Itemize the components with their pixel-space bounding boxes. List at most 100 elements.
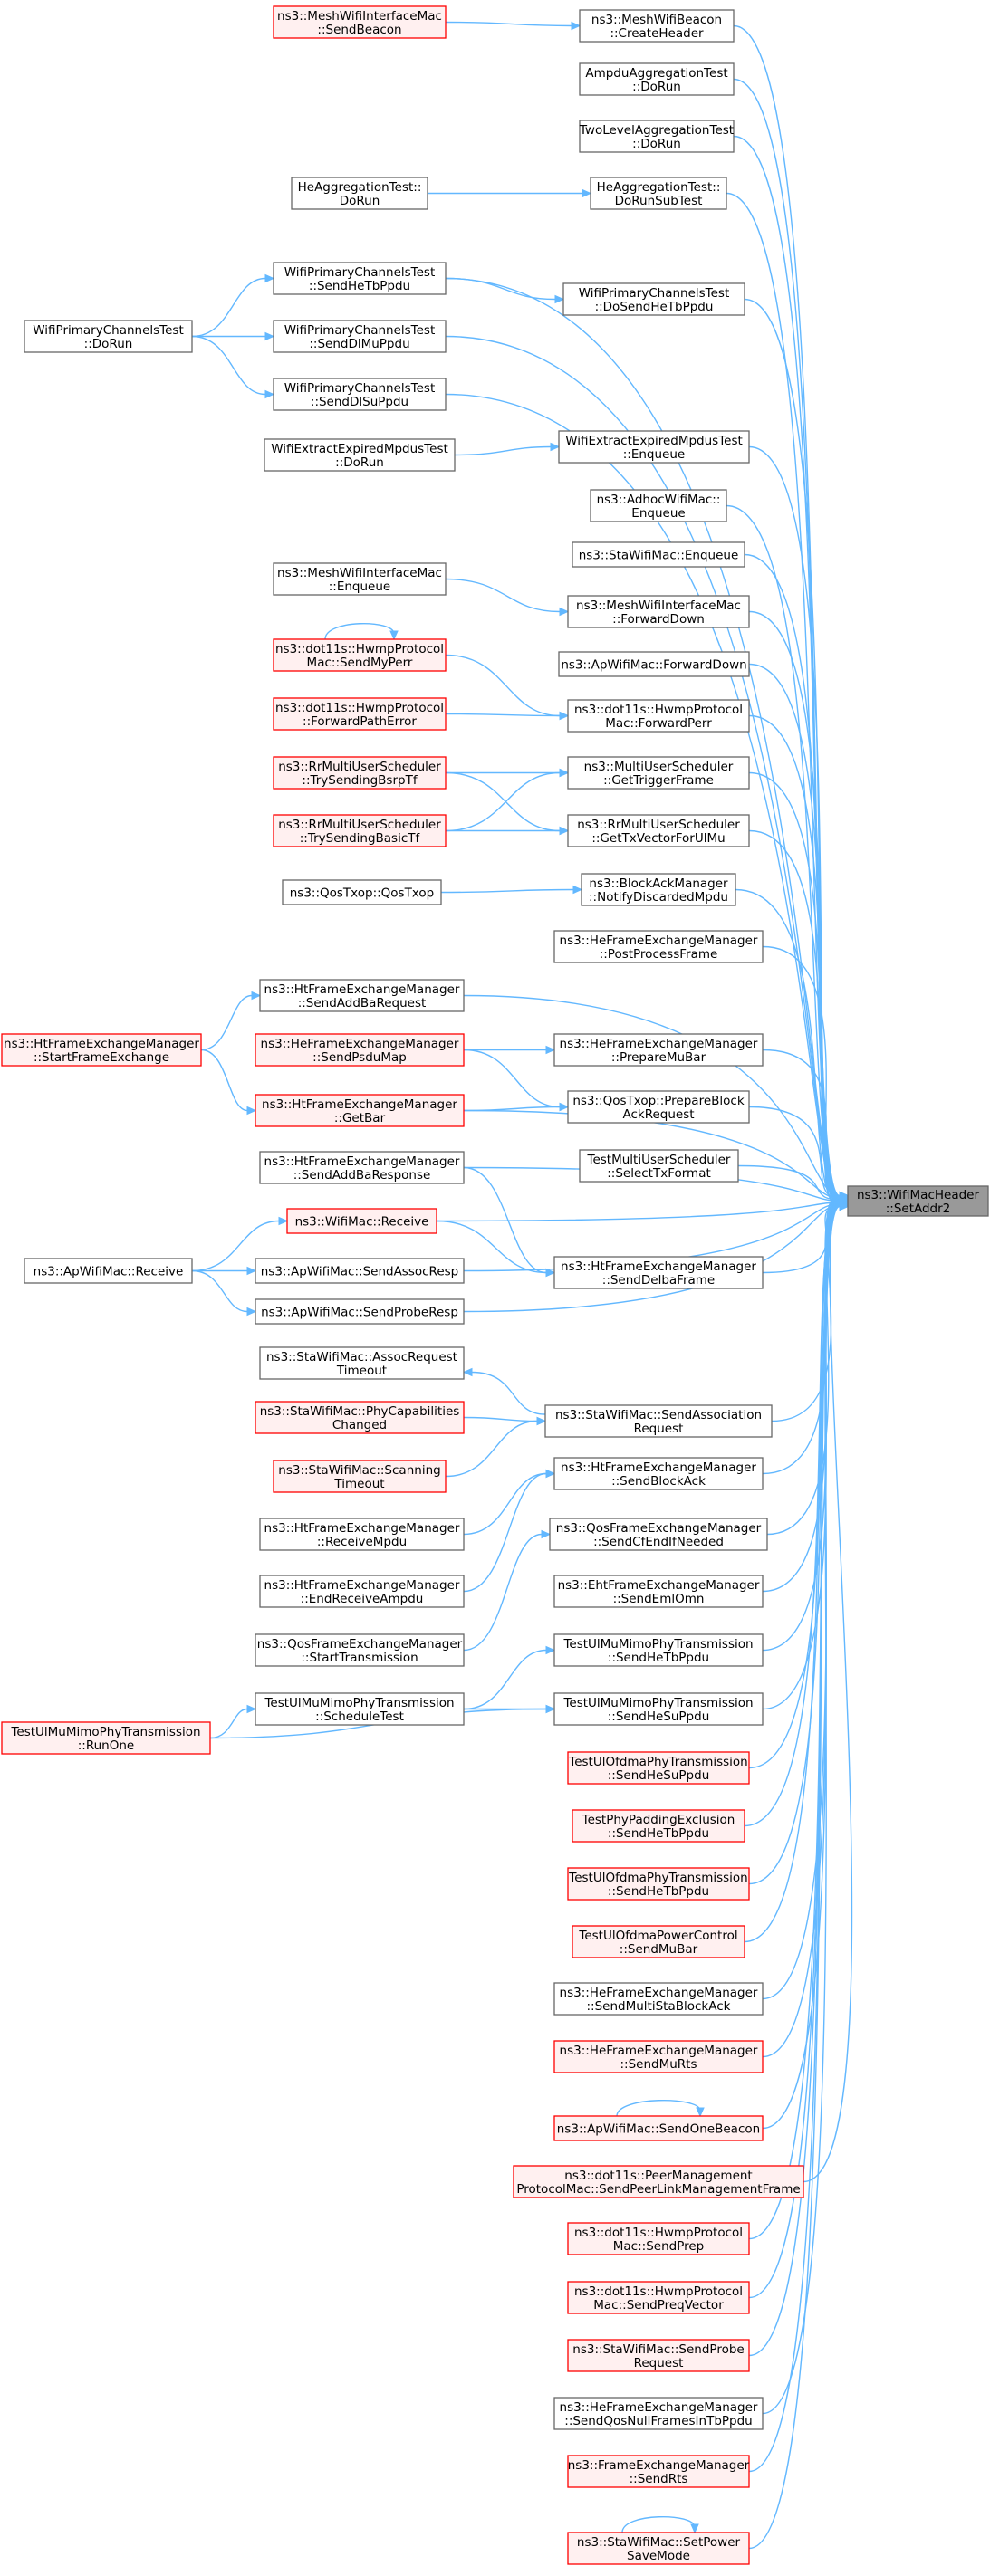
- node-pm-spl[interactable]: ns3::dot11s::PeerManagementProtocolMac::…: [513, 2165, 804, 2198]
- node-he-smrts[interactable]: ns3::HeFrameExchangeManager::SendMuRts: [553, 2040, 764, 2073]
- node-label: ::PrepareMuBar: [611, 1050, 706, 1065]
- node-label: ns3::StaWifiMac::Scanning: [278, 1463, 440, 1478]
- node-tmus-stf[interactable]: TestMultiUserScheduler::SelectTxFormat: [579, 1149, 739, 1183]
- node-box: [24, 320, 193, 353]
- node-box: [553, 1457, 764, 1490]
- edge-arrowhead: [462, 1367, 473, 1377]
- node-wpc-dos[interactable]: WifiPrimaryChannelsTest::DoSendHeTbPpdu: [562, 282, 745, 316]
- node-ht-sba[interactable]: ns3::HtFrameExchangeManager::SendBlockAc…: [553, 1457, 764, 1490]
- node-he-run[interactable]: HeAggregationTest::DoRun: [291, 177, 428, 210]
- node-ap-fd[interactable]: ns3::ApWifiMac::ForwardDown: [558, 651, 750, 677]
- node-ht-saddresp[interactable]: ns3::HtFrameExchangeManager::SendAddBaRe…: [259, 1151, 465, 1184]
- node-wifimac-recv[interactable]: ns3::WifiMac::Receive: [286, 1208, 437, 1234]
- node-qos-txop[interactable]: ns3::QosTxop::QosTxop: [282, 879, 442, 905]
- node-label: AmpduAggregationTest: [585, 66, 727, 81]
- node-tuo-shesu[interactable]: TestUlOfdmaPhyTransmission::SendHeSuPpdu: [567, 1751, 750, 1785]
- node-label: WifiExtractExpiredMpdusTest: [565, 434, 743, 448]
- node-label: ns3::QosFrameExchangeManager: [257, 1637, 463, 1652]
- node-box: [264, 438, 456, 472]
- node-ap-recv[interactable]: ns3::ApWifiMac::Receive: [24, 1258, 193, 1284]
- node-rr-basic[interactable]: ns3::RrMultiUserScheduler::TrySendingBas…: [273, 814, 447, 847]
- node-label: ::Enqueue: [329, 579, 390, 594]
- edge-to-target: [744, 1194, 841, 1943]
- node-wpc-sdl[interactable]: WifiPrimaryChannelsTest::SendDlMuPpdu: [273, 320, 447, 353]
- edge-arrowhead: [264, 389, 275, 399]
- node-tuo-shetb[interactable]: TestUlOfdmaPhyTransmission::SendHeTbPpdu: [567, 1867, 750, 1901]
- node-hwmp-spreq[interactable]: ns3::dot11s::HwmpProtocolMac::SendPreqVe…: [567, 2281, 750, 2314]
- node-he-pmb[interactable]: ns3::HeFrameExchangeManager::PrepareMuBa…: [553, 1033, 764, 1067]
- node-hwmp-fp[interactable]: ns3::dot11s::HwmpProtocolMac::ForwardPer…: [567, 699, 750, 733]
- edge-to-target: [748, 829, 841, 1205]
- node-twolevel[interactable]: TwoLevelAggregationTest::DoRun: [579, 120, 735, 153]
- node-tum-shetb[interactable]: TestUlMuMimoPhyTransmission::SendHeTbPpd…: [553, 1633, 764, 1667]
- node-bam-ndm[interactable]: ns3::BlockAckManager::NotifyDiscardedMpd…: [581, 873, 736, 906]
- node-mwim-enq[interactable]: ns3::MeshWifiInterfaceMac::Enqueue: [273, 562, 447, 596]
- node-tum-run[interactable]: TestUlMuMimoPhyTransmission::RunOne: [1, 1721, 211, 1755]
- node-tum-sched[interactable]: TestUlMuMimoPhyTransmission::ScheduleTes…: [255, 1692, 465, 1726]
- node-label: ::DoRun: [632, 80, 681, 94]
- node-ap-sob[interactable]: ns3::ApWifiMac::SendOneBeacon: [553, 2115, 764, 2141]
- node-box: [273, 378, 447, 411]
- node-box: [572, 541, 745, 568]
- node-tuopc-smb[interactable]: TestUlOfdmaPowerControl::SendMuBar: [572, 1925, 745, 1958]
- node-ht-era[interactable]: ns3::HtFrameExchangeManager::EndReceiveA…: [259, 1575, 465, 1608]
- node-ht-gbar[interactable]: ns3::HtFrameExchangeManager::GetBar: [255, 1094, 465, 1127]
- node-ht-sdelba[interactable]: ns3::HtFrameExchangeManager::SendDelbaFr…: [553, 1256, 764, 1289]
- node-he-sqn[interactable]: ns3::HeFrameExchangeManager::SendQosNull…: [553, 2397, 764, 2430]
- node-box: [562, 282, 745, 316]
- edge-arrowhead: [559, 826, 570, 836]
- node-label: WifiPrimaryChannelsTest: [284, 323, 436, 338]
- node-qfem-st[interactable]: ns3::QosFrameExchangeManager::StartTrans…: [255, 1633, 465, 1667]
- node-mwb-ch[interactable]: ns3::MeshWifiBeacon::CreateHeader: [579, 9, 735, 43]
- node-ht-sfe[interactable]: ns3::HtFrameExchangeManager::StartFrameE…: [1, 1033, 202, 1067]
- node-ampdu[interactable]: AmpduAggregationTest::DoRun: [579, 62, 735, 96]
- node-adhoc[interactable]: ns3::AdhocWifiMac::Enqueue: [590, 489, 727, 522]
- node-mwim-sb[interactable]: ns3::MeshWifiInterfaceMac::SendBeacon: [273, 5, 447, 39]
- node-ht-saddba[interactable]: ns3::HtFrameExchangeManager::SendAddBaRe…: [259, 979, 465, 1012]
- node-t[interactable]: ns3::WifiMacHeader::SetAddr2: [847, 1185, 989, 1217]
- node-label: ::GetBar: [334, 1111, 386, 1125]
- node-weem-enq[interactable]: WifiExtractExpiredMpdusTest::Enqueue: [558, 430, 750, 464]
- edge-call: [445, 713, 561, 717]
- node-rr-gtx[interactable]: ns3::RrMultiUserScheduler::GetTxVectorFo…: [567, 814, 750, 847]
- node-box: [291, 177, 428, 210]
- node-ap-spr[interactable]: ns3::ApWifiMac::SendProbeResp: [255, 1298, 465, 1325]
- node-qfem-scf[interactable]: ns3::QosFrameExchangeManager::SendCfEndI…: [549, 1518, 768, 1551]
- edge-call: [463, 1472, 547, 1593]
- node-rr-bsrp[interactable]: ns3::RrMultiUserScheduler::TrySendingBsr…: [273, 756, 447, 790]
- node-ht-rm[interactable]: ns3::HtFrameExchangeManager::ReceiveMpdu: [259, 1518, 465, 1551]
- node-box: [1, 1721, 211, 1755]
- node-label: ns3::ApWifiMac::Receive: [34, 1265, 184, 1279]
- node-ap-sar[interactable]: ns3::ApWifiMac::SendAssocResp: [255, 1258, 465, 1284]
- edge-call: [440, 888, 574, 894]
- node-hfem-ppf[interactable]: ns3::HeFrameExchangeManager::PostProcess…: [553, 930, 764, 963]
- node-wpc-run[interactable]: WifiPrimaryChannelsTest::DoRun: [24, 320, 193, 353]
- node-he-spm[interactable]: ns3::HeFrameExchangeManager::SendPsduMap: [255, 1033, 465, 1067]
- node-wpc-ssu[interactable]: WifiPrimaryChannelsTest::SendDlSuPpdu: [273, 378, 447, 411]
- node-tum-shesu[interactable]: TestUlMuMimoPhyTransmission::SendHeSuPpd…: [553, 1692, 764, 1726]
- node-label: ns3::RrMultiUserScheduler: [278, 760, 441, 774]
- node-hwmp-fpe[interactable]: ns3::dot11s::HwmpProtocol::ForwardPathEr…: [273, 697, 447, 731]
- node-weem-run[interactable]: WifiExtractExpiredMpdusTest::DoRun: [264, 438, 456, 472]
- node-label: ::ReceiveMpdu: [317, 1535, 407, 1549]
- node-he-smsba[interactable]: ns3::HeFrameExchangeManager::SendMultiSt…: [553, 1982, 764, 2016]
- node-label: ::RunOne: [78, 1738, 134, 1753]
- node-eht-seo[interactable]: ns3::EhtFrameExchangeManager::SendEmlOmn: [553, 1575, 764, 1608]
- node-he-sub[interactable]: HeAggregationTest::DoRunSubTest: [590, 177, 727, 210]
- node-mwim-fd[interactable]: ns3::MeshWifiInterfaceMac::ForwardDown: [567, 595, 750, 628]
- node-mus-gtf[interactable]: ns3::MultiUserScheduler::GetTriggerFrame: [567, 756, 750, 790]
- node-tpp-shetb[interactable]: TestPhyPaddingExclusion::SendHeTbPpdu: [572, 1809, 745, 1843]
- node-fem-srts[interactable]: ns3::FrameExchangeManager::SendRts: [567, 2455, 750, 2488]
- node-wpc-she[interactable]: WifiPrimaryChannelsTest::SendHeTbPpdu: [273, 262, 447, 295]
- node-box: [282, 879, 442, 905]
- node-sta-enq[interactable]: ns3::StaWifiMac::Enqueue: [572, 541, 745, 568]
